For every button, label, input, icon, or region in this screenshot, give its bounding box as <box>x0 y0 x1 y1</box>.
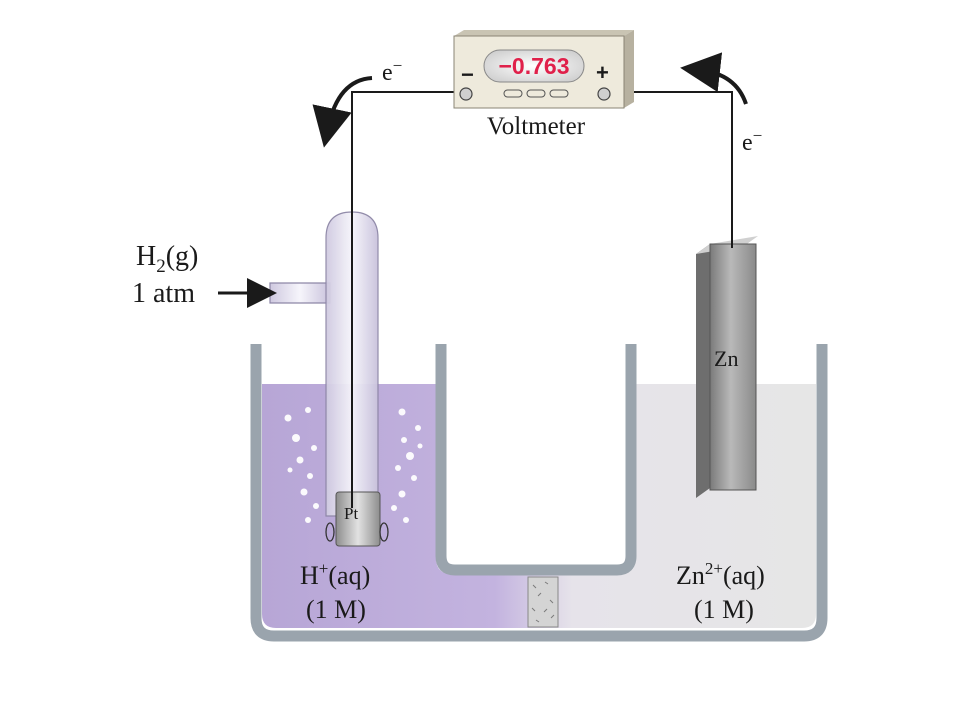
voltmeter-button-3 <box>549 89 569 98</box>
zn-label: Zn <box>714 346 738 371</box>
electron-label-right: e− <box>742 126 762 156</box>
left-solution-ion-label: H+(aq) <box>300 559 370 590</box>
electron-flow-arrow-right <box>680 52 748 105</box>
center-divider <box>435 344 637 576</box>
electron-label-left: e− <box>382 56 402 86</box>
porous-plug-texture <box>531 581 555 623</box>
hydrogen-bubbles <box>284 407 423 523</box>
right-solution-ion-label: Zn2+(aq) <box>676 559 765 590</box>
pt-bubble-left <box>325 522 335 542</box>
electron-flow-arrow-left <box>312 76 373 148</box>
voltmeter-reading: −0.763 <box>499 53 570 79</box>
cell-container <box>250 344 828 642</box>
voltmeter-negative-sign: − <box>461 62 474 87</box>
solution-fill <box>262 384 816 628</box>
hydrogen-gas-inlet <box>269 282 331 304</box>
voltmeter-display <box>483 49 585 83</box>
voltmeter-positive-sign: + <box>596 60 609 85</box>
pt-bubble-right <box>379 522 389 542</box>
porous-plug <box>527 576 559 628</box>
voltmeter: −0.763 − + <box>453 30 634 109</box>
pt-label: Pt <box>344 504 358 523</box>
voltmeter-button-1 <box>503 89 523 98</box>
external-wire <box>351 91 733 508</box>
voltmeter-button-2 <box>526 89 546 98</box>
voltmeter-negative-terminal <box>459 87 473 101</box>
zinc-electrode <box>709 243 757 491</box>
zinc-electrode-side <box>696 244 710 498</box>
left-solution-concentration: (1 M) <box>306 595 366 624</box>
voltmeter-label: Voltmeter <box>487 113 586 140</box>
voltmeter-top-face <box>454 30 634 36</box>
voltmeter-positive-terminal <box>597 87 611 101</box>
hydrogen-pressure-label: 1 atm <box>132 278 195 309</box>
voltmeter-side-face <box>624 30 634 108</box>
hydrogen-gas-label: H2(g) <box>136 241 198 277</box>
platinum-electrode <box>335 491 381 547</box>
right-solution-concentration: (1 M) <box>694 595 754 624</box>
